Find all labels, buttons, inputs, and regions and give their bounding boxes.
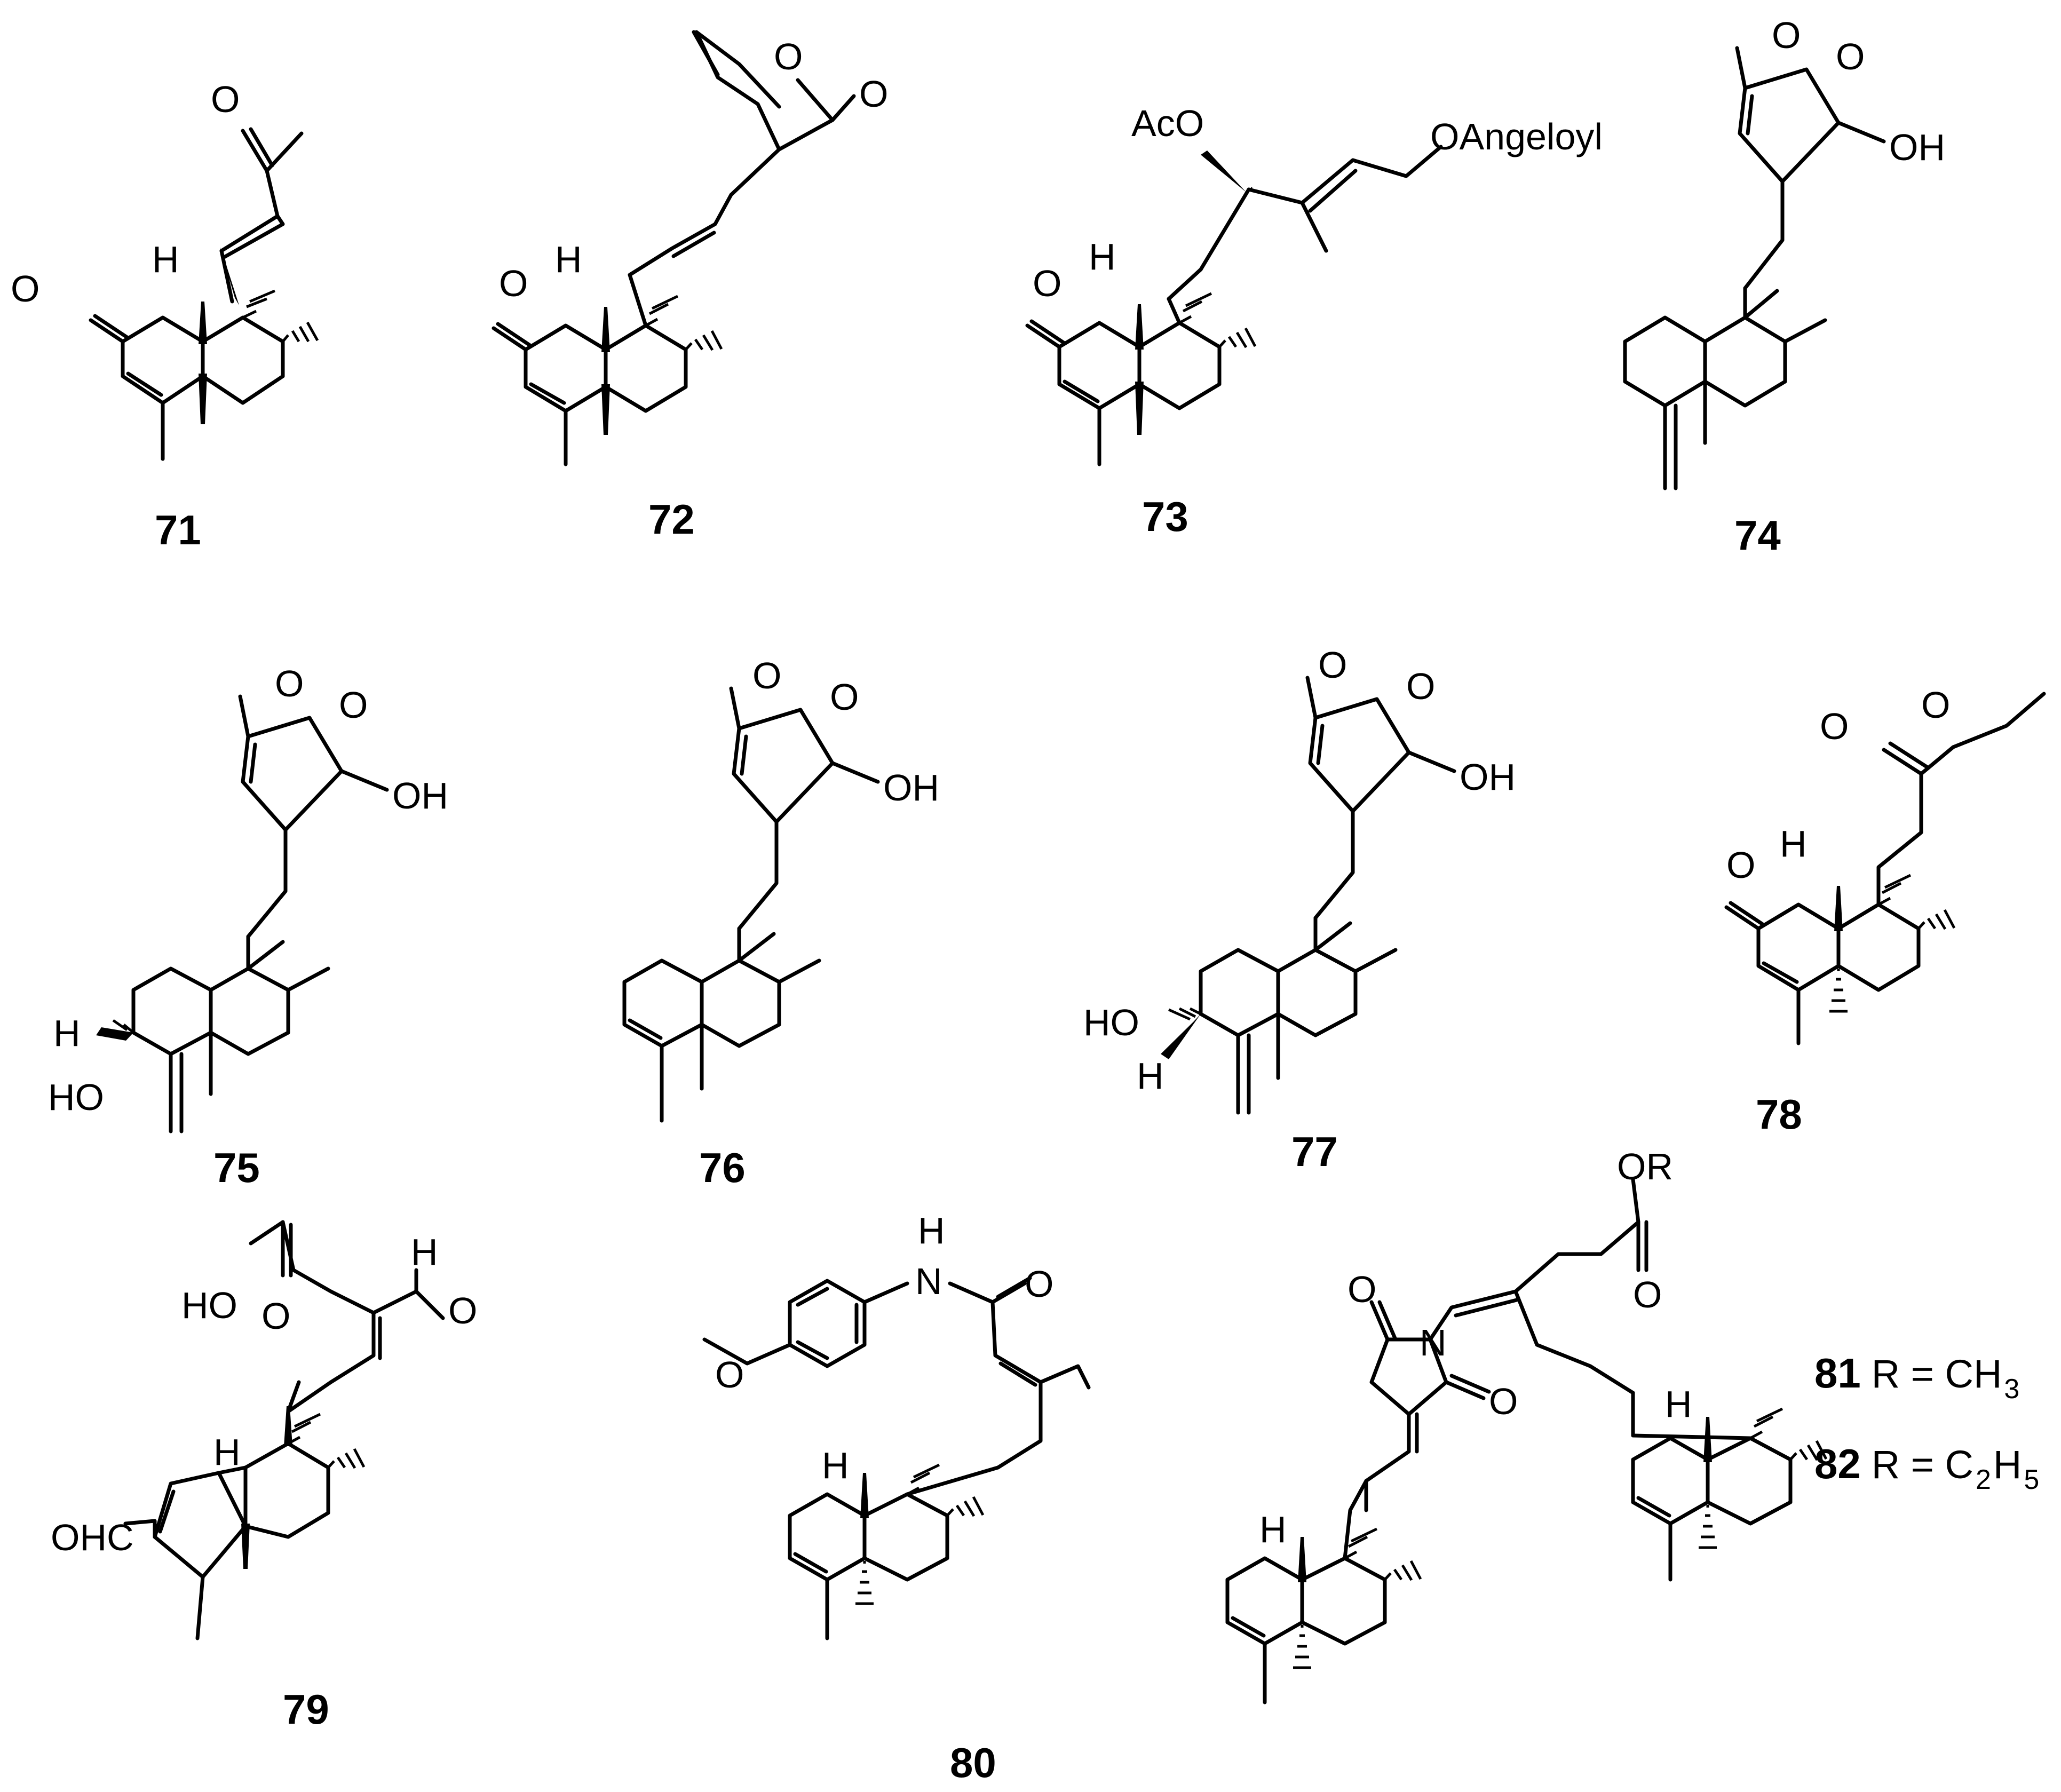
compound-number: 82: [1814, 1440, 1861, 1487]
atom-o: O: [1318, 644, 1347, 686]
compound-number: 74: [1734, 512, 1781, 559]
atom-o: O: [830, 676, 859, 718]
atom-o: O: [499, 263, 528, 304]
atom-o: O: [774, 36, 803, 77]
atom-h: H: [822, 1445, 849, 1486]
compound-72: O O O H 72: [492, 30, 888, 543]
atom-aco: AcO: [1131, 102, 1204, 144]
atom-o: O: [1633, 1274, 1662, 1315]
compound-77: O O OH HO H 77: [1083, 644, 1516, 1175]
atom-o: O: [859, 73, 888, 115]
atom-o: O: [275, 663, 304, 704]
compound-number: 80: [950, 1739, 996, 1786]
atom-o: O: [11, 268, 39, 310]
compound-79: HO O H O OHC H 79: [51, 1220, 477, 1733]
compound-number: 81: [1814, 1350, 1861, 1397]
compound-number: 71: [155, 506, 201, 553]
atom-o: O: [1820, 705, 1849, 747]
atom-o: O: [715, 1354, 744, 1395]
atom-ohc: OHC: [51, 1517, 134, 1558]
compound-74: O O OH 74: [1623, 14, 1945, 559]
compound-76: O O OH 76: [622, 655, 939, 1191]
element: H: [1993, 1442, 2022, 1487]
atom-h: H: [1137, 1055, 1164, 1097]
atom-ho: HO: [48, 1076, 104, 1118]
compound-78: O O O H 78: [1724, 684, 2046, 1138]
compound-number: 72: [648, 496, 695, 543]
atom-n: N: [1420, 1322, 1447, 1363]
atom-o: O: [1921, 684, 1950, 726]
atom-h: H: [1089, 236, 1116, 277]
compound-number: 79: [283, 1686, 329, 1733]
r-group-81: 81 R = CH 3: [1814, 1350, 2019, 1405]
compound-number: 78: [1756, 1091, 1802, 1138]
subscript: 5: [2024, 1464, 2039, 1495]
atom-o: O: [261, 1295, 290, 1337]
r-group-label: R = C: [1872, 1442, 1973, 1487]
atom-h: H: [152, 239, 179, 280]
atom-o: O: [1489, 1381, 1518, 1422]
subscript: 2: [1976, 1464, 1991, 1495]
atom-o: O: [1726, 844, 1755, 886]
atom-o: O: [1406, 665, 1435, 707]
compound-number: 76: [699, 1144, 746, 1191]
atom-oh: OH: [392, 775, 448, 816]
compound-number: 77: [1291, 1128, 1338, 1175]
atom-o: O: [1772, 14, 1801, 56]
atom-h: H: [555, 239, 582, 280]
r-group-82: 82 R = C 2 H 5: [1814, 1440, 2039, 1495]
atom-o: O: [752, 655, 781, 696]
atom-h: H: [1259, 1509, 1287, 1550]
atom-o: O: [339, 684, 368, 726]
atom-o: O: [1025, 1263, 1053, 1305]
atom-h: H: [918, 1210, 945, 1251]
atom-n: N: [915, 1260, 942, 1302]
compound-81-82: O N O OR O H H 81 R = CH 3 82 R = C 2 H …: [1225, 1146, 2039, 1704]
atom-or: OR: [1617, 1146, 1673, 1187]
atom-o: O: [1033, 263, 1061, 304]
atom-h: H: [1780, 823, 1807, 865]
atom-h: H: [53, 1012, 81, 1054]
atom-h: H: [213, 1431, 241, 1473]
compound-71: O O H 71: [11, 78, 319, 553]
compound-75: O O OH H HO 75: [48, 663, 448, 1191]
atom-ho: HO: [1083, 1002, 1139, 1043]
compound-80: O N H O H 80: [702, 1210, 1091, 1786]
atom-oh: OH: [1460, 756, 1516, 798]
atom-h: H: [411, 1231, 438, 1273]
compound-number: 75: [213, 1144, 260, 1191]
atom-h: H: [1665, 1383, 1692, 1425]
subscript: 3: [2004, 1374, 2019, 1405]
atom-o: O: [1836, 36, 1865, 77]
compound-number: 73: [1142, 493, 1188, 540]
atom-oh: OH: [883, 767, 939, 808]
atom-oangeloyl: OAngeloyl: [1430, 116, 1603, 157]
atom-ho: HO: [181, 1284, 237, 1326]
atom-o: O: [448, 1290, 477, 1331]
atom-o: O: [1347, 1268, 1376, 1310]
atom-o: O: [211, 78, 240, 120]
r-group-label: R = CH: [1872, 1352, 2002, 1396]
compound-73: O AcO OAngeloyl H 73: [1025, 102, 1603, 540]
atom-oh: OH: [1889, 126, 1945, 168]
